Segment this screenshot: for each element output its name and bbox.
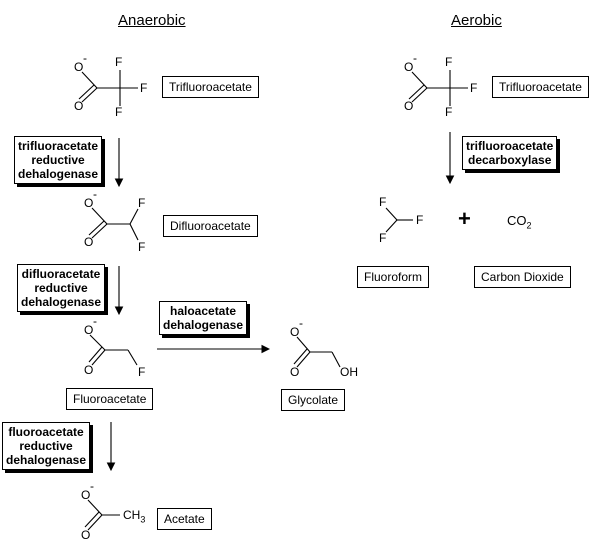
plus-sign: + [458, 206, 471, 231]
fluorine-atom: F [138, 365, 146, 379]
fluorine-atom: F [379, 195, 387, 209]
negative-charge: - [90, 479, 94, 493]
negative-charge: - [83, 51, 87, 65]
difluoroacetate-structure [88, 207, 139, 241]
glycolate-structure [293, 336, 341, 368]
label-acetate: Acetate [157, 508, 212, 530]
fluoroform-structure [385, 207, 413, 233]
fluorine-atom: F [416, 213, 424, 227]
fluorine-atom: F [115, 55, 123, 69]
enzyme-fluoroacetate-reductive-dehalogenase: fluoroacetate reductive dehalogenase [2, 422, 91, 470]
negative-charge: - [93, 187, 97, 201]
oxygen-atom: O [74, 60, 84, 74]
enzyme-haloacetate-dehalogenase: haloacetate dehalogenase [159, 301, 248, 335]
label-difluoroacetate: Difluoroacetate [163, 215, 258, 237]
hydroxyl-group: OH [340, 365, 358, 379]
fluorine-atom: F [445, 55, 453, 69]
fluorine-atom: F [445, 105, 453, 119]
oxygen-atom: O [81, 528, 91, 542]
oxygen-atom: O [84, 363, 94, 377]
carbon-dioxide-formula: CO2 [507, 213, 532, 231]
fluorine-atom: F [470, 81, 478, 95]
label-fluoroform: Fluoroform [357, 266, 430, 288]
fluoroacetate-structure [88, 334, 138, 366]
enzyme-trifluoroacetate-decarboxylase: trifluoroacetate decarboxylase [462, 136, 558, 170]
oxygen-atom: O [84, 235, 94, 249]
fluorine-atom: F [140, 81, 148, 95]
fluorine-atom: F [379, 231, 387, 245]
heading-aerobic: Aerobic [451, 12, 502, 29]
trifluoroacetate-structure-left [78, 70, 138, 106]
acetate-structure [84, 499, 120, 531]
fluorine-atom: F [138, 196, 146, 210]
oxygen-atom: O [290, 325, 300, 339]
negative-charge: - [299, 316, 303, 330]
enzyme-trifluoracetate-reductive-dehalogenase: trifluoracetate reductive dehalogenase [14, 136, 103, 184]
oxygen-atom: O [84, 196, 94, 210]
negative-charge: - [93, 314, 97, 328]
oxygen-atom: O [74, 99, 84, 113]
fluorine-atom: F [138, 240, 146, 254]
oxygen-atom: O [290, 365, 300, 379]
label-glycolate: Glycolate [281, 389, 346, 411]
oxygen-atom: O [81, 488, 91, 502]
trifluoroacetate-structure-right [408, 70, 468, 106]
heading-anaerobic: Anaerobic [118, 12, 186, 29]
oxygen-atom: O [84, 323, 94, 337]
fluorine-atom: F [115, 105, 123, 119]
label-trifluoroacetate-right: Trifluoroacetate [492, 76, 589, 98]
label-carbon-dioxide: Carbon Dioxide [474, 266, 571, 288]
oxygen-atom: O [404, 99, 414, 113]
methyl-group: CH3 [123, 508, 146, 525]
enzyme-difluoracetate-reductive-dehalogenase: difluoracetate reductive dehalogenase [17, 264, 106, 312]
oxygen-atom: O [404, 60, 414, 74]
negative-charge: - [413, 51, 417, 65]
label-fluoroacetate: Fluoroacetate [66, 388, 154, 410]
label-trifluoroacetate-left: Trifluoroacetate [162, 76, 259, 98]
